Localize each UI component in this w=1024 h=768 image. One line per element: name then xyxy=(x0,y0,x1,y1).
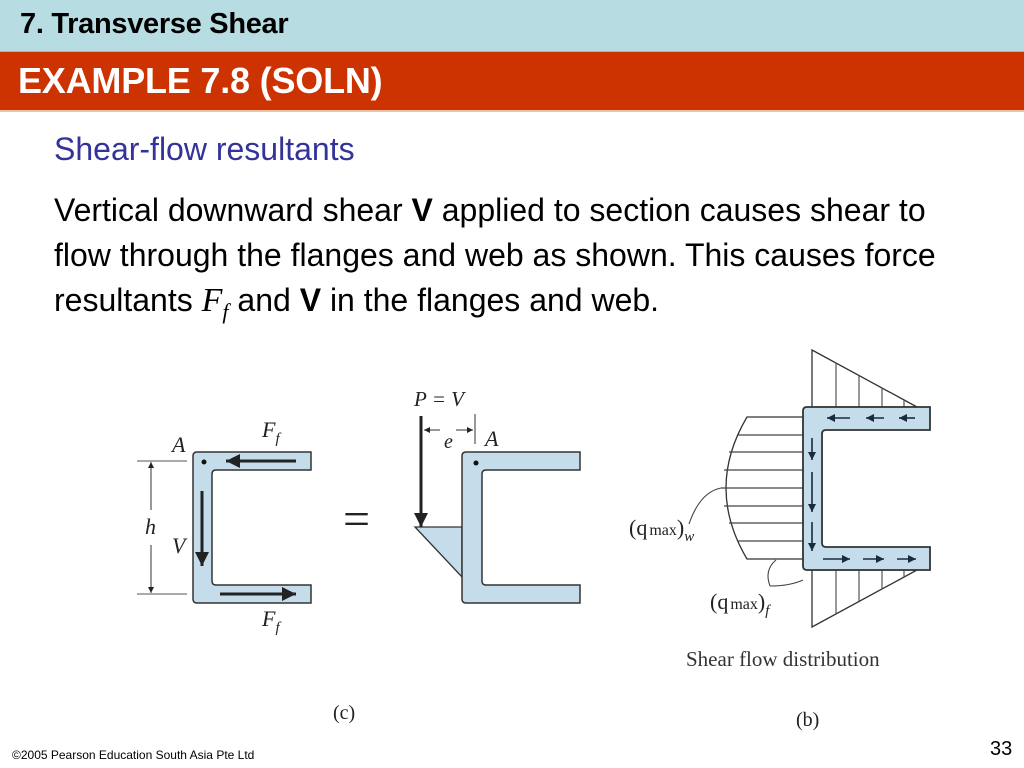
bracket-plate xyxy=(413,526,463,579)
copyright-footer: ©2005 Pearson Education South Asia Pte L… xyxy=(12,748,255,762)
math-Ff: Ff xyxy=(201,282,229,324)
slide-title: EXAMPLE 7.8 (SOLN) xyxy=(18,60,383,101)
label-V: V xyxy=(172,533,188,558)
label-h: h xyxy=(145,514,156,539)
figure-b-title: Shear flow distribution xyxy=(686,647,880,671)
para-bold-v-2: V xyxy=(299,282,322,318)
para-text-3: and xyxy=(228,282,300,318)
caption-c: (c) xyxy=(333,702,355,724)
para-text-1: Vertical downward shear xyxy=(54,192,412,228)
page-number: 33 xyxy=(990,738,1013,760)
point-A-dot-right xyxy=(473,460,479,466)
point-A-dot xyxy=(201,459,207,465)
subheading: Shear-flow resultants xyxy=(54,131,355,167)
label-e: e xyxy=(444,431,453,453)
caption-b: (b) xyxy=(796,709,819,731)
para-text-4: in the flanges and web. xyxy=(321,282,660,318)
body-paragraph: Vertical downward shear V applied to sec… xyxy=(54,188,974,334)
figure-c-right-channel: P = V e A xyxy=(413,387,581,604)
math-F: F xyxy=(201,282,223,319)
para-bold-v-1: V xyxy=(411,192,433,228)
figure-c-left-channel: h A V Ff Ff xyxy=(137,417,312,636)
equals-sign: = xyxy=(343,493,370,546)
slide-title-band: EXAMPLE 7.8 (SOLN) xyxy=(0,51,1024,112)
math-f-sub: f xyxy=(222,299,229,324)
label-P-equals-V: P = V xyxy=(413,387,466,411)
label-A-right: A xyxy=(483,426,499,451)
label-Ff-top: Ff xyxy=(261,417,281,447)
label-Ff-bottom: Ff xyxy=(261,606,281,636)
section-title: 7. Transverse Shear xyxy=(20,8,289,40)
para-text-2: applied to section causes shear to flow … xyxy=(54,192,936,318)
section-header-band: 7. Transverse Shear xyxy=(0,0,1024,51)
label-A-left: A xyxy=(170,432,186,457)
